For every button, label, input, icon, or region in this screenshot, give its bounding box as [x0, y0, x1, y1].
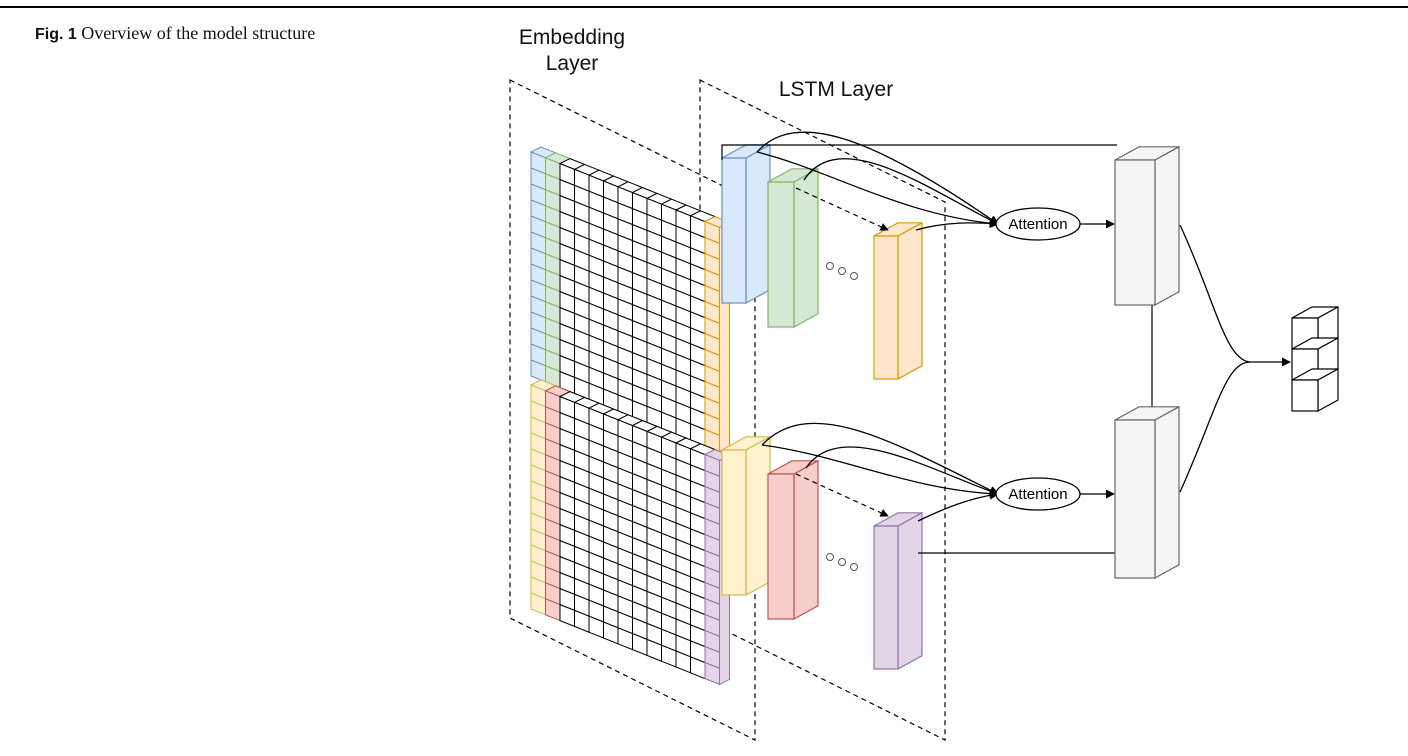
top-rule — [0, 6, 1408, 8]
lstm-cell-orange-side-face — [897, 221, 923, 381]
attention-label-bottom: Attention — [1008, 486, 1067, 503]
lstm-cell-yellow-side-face — [745, 435, 771, 597]
output-block-top-side-face — [1154, 145, 1180, 307]
lstm-cell-purple — [873, 525, 899, 670]
embedding-plane — [509, 79, 756, 741]
lstm-cell-red — [767, 473, 795, 620]
attention-input-arrows-bottom — [761, 422, 999, 522]
lstm-cell-yellow — [721, 449, 747, 596]
attention-input-arrows-top — [756, 131, 999, 231]
lstm-cell-orange — [873, 235, 899, 380]
lstm-cell-red-side-face — [793, 459, 819, 621]
dashed-arrow-bottom — [795, 473, 889, 517]
figure-label: Fig. 1 — [35, 26, 77, 43]
attention-label-top: Attention — [1008, 216, 1067, 233]
lstm-cell-purple-side-face — [897, 511, 923, 671]
embedding-label-line1: Embedding — [519, 26, 625, 49]
lstm-cell-green — [767, 181, 795, 328]
ellipsis-dots-top — [826, 262, 858, 280]
lstm-cell-blue-side-face — [745, 143, 771, 305]
output-block-bottom-side-face — [1154, 405, 1180, 580]
skip-line-top — [721, 144, 1117, 160]
figure-caption: Fig. 1 Overview of the model structure — [35, 22, 335, 46]
dashed-arrow-top — [795, 187, 889, 231]
output-cube-stack — [1291, 305, 1339, 413]
embedding-matrix-top — [529, 146, 731, 453]
ellipsis-dots-bottom — [826, 553, 858, 571]
output-block-bottom — [1114, 419, 1156, 579]
embedding-label-line2: Layer — [546, 52, 599, 75]
output-merge-arrows — [1179, 224, 1291, 493]
lstm-cell-blue — [721, 157, 747, 304]
output-block-top — [1114, 159, 1156, 306]
lstm-label: LSTM Layer — [779, 78, 893, 101]
lstm-cells — [721, 143, 923, 671]
output-cube — [1291, 379, 1319, 412]
output-blocks — [1114, 145, 1180, 580]
figure-caption-text: Overview of the model structure — [81, 23, 316, 43]
